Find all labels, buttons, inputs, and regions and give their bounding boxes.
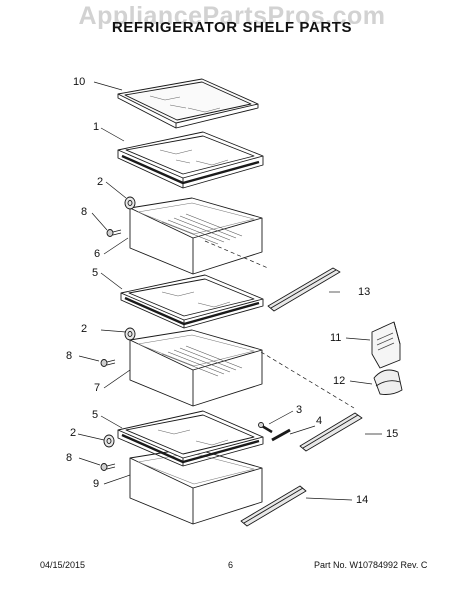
part-2-roller (124, 327, 136, 341)
part-2-roller (124, 196, 136, 210)
part-8-screw (106, 229, 122, 237)
callout-2: 2 (70, 427, 77, 439)
leader-lines (77, 81, 382, 501)
callout-8: 8 (66, 452, 73, 464)
footer-page-number: 6 (228, 560, 234, 570)
part-8-screw (100, 359, 116, 367)
callout-3: 3 (296, 404, 303, 416)
callout-4: 4 (316, 415, 323, 427)
part-3-pin (258, 422, 273, 434)
callout-2: 2 (97, 176, 104, 188)
callout-9: 9 (93, 478, 100, 490)
part-13-trim (267, 267, 341, 312)
callout-6: 6 (94, 248, 101, 260)
part-15-trim (299, 412, 363, 452)
part-2-roller (103, 434, 115, 448)
part-6-crisper-bin (129, 197, 263, 275)
part-11-humidity-control (371, 321, 401, 369)
part-4-rod (271, 428, 291, 442)
part-12-cover (373, 369, 403, 395)
part-5-crisper-cover (120, 274, 264, 329)
callout-13: 13 (358, 286, 371, 298)
part-8-screw (100, 463, 116, 471)
part-5-crisper-cover (117, 410, 264, 467)
page-title: REFRIGERATOR SHELF PARTS (111, 19, 353, 36)
callout-5: 5 (92, 267, 99, 279)
callout-14: 14 (356, 494, 369, 506)
callout-2: 2 (81, 323, 88, 335)
part-1-shelf-frame (117, 131, 264, 189)
callout-7: 7 (94, 382, 101, 394)
callout-8: 8 (66, 350, 73, 362)
part-14-trim (240, 485, 307, 527)
callout-10: 10 (73, 76, 86, 88)
callout-5: 5 (92, 409, 99, 421)
callout-8: 8 (81, 206, 88, 218)
callout-1: 1 (93, 121, 100, 133)
callout-11: 11 (330, 332, 342, 344)
callout-15: 15 (386, 428, 399, 440)
footer-part-number: Part No. W10784992 Rev. C (314, 560, 428, 570)
part-10-glass-shelf (117, 78, 259, 129)
part-7-crisper-bin (129, 329, 263, 407)
footer-date: 04/15/2015 (40, 560, 86, 570)
watermark: AppliancePartsPros.com (78, 2, 386, 30)
callout-12: 12 (333, 375, 346, 387)
